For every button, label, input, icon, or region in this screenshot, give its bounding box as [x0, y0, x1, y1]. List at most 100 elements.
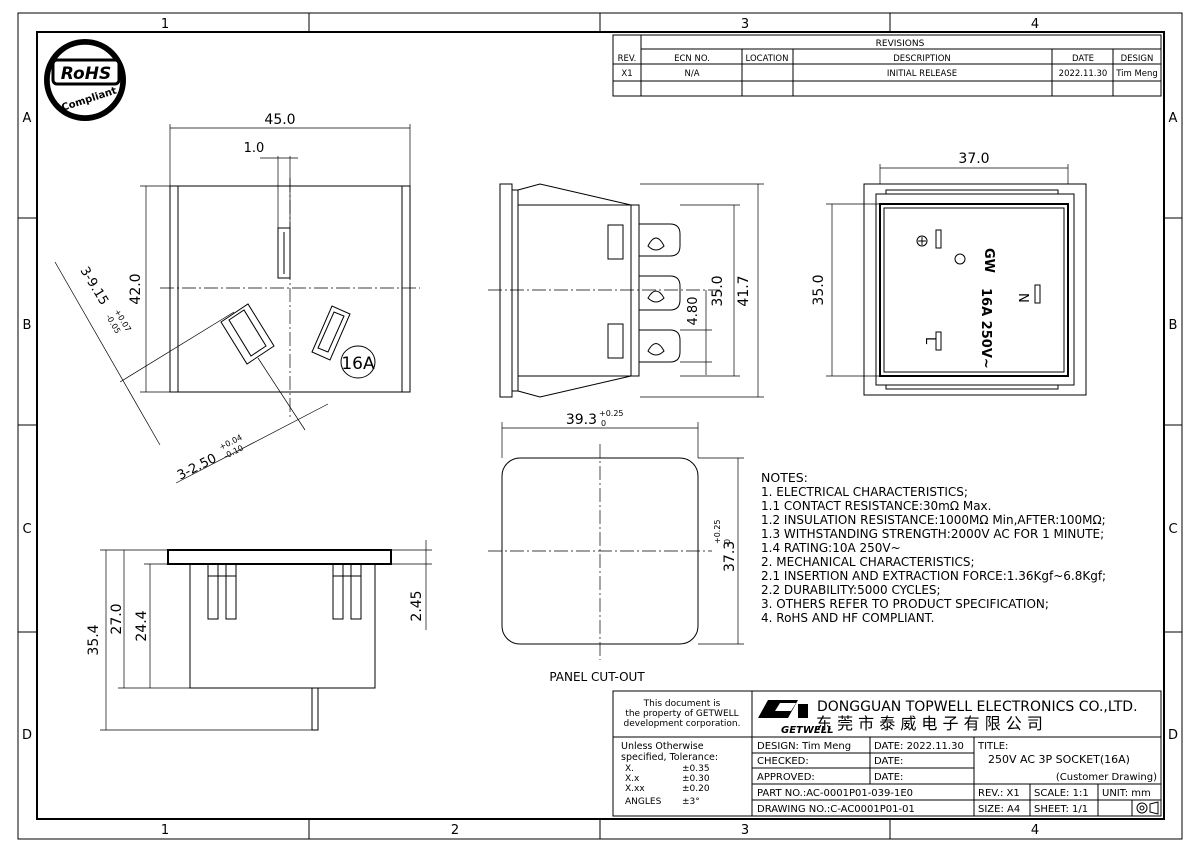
rear-mark-rating: 16A 250V~ — [978, 288, 993, 369]
note-line: 1. ELECTRICAL CHARACTERISTICS; — [761, 485, 968, 499]
tolerance-key: X.x — [625, 774, 640, 784]
side-dim-pin: 4.80 — [686, 297, 701, 326]
zone-left-a: A — [23, 111, 32, 126]
size-field: SIZE: A4 — [978, 804, 1020, 815]
cutout-dim-width: 39.3 — [566, 412, 597, 428]
note-line: 2.2 DURABILITY:5000 CYCLES; — [761, 583, 941, 597]
title-label: TITLE: — [977, 741, 1008, 752]
note-line: 4. RoHS AND HF COMPLIANT. — [761, 611, 934, 625]
tolerance-key: ANGLES — [625, 797, 662, 807]
side-view: 35.0 41.7 4.80 — [488, 183, 764, 398]
scale-field: SCALE: 1:1 — [1034, 788, 1089, 799]
part-number: PART NO.:AC-0001P01-039-1E0 — [757, 788, 913, 799]
panel-cutout-view: 39.3 +0.25 0 37.3 +0.25 0 PANEL CUT-OUT — [488, 409, 744, 684]
tolerance-value: ±0.35 — [682, 764, 710, 774]
zone-right-b: B — [1169, 318, 1178, 333]
front-dim-pin: 3-2.50 — [175, 451, 219, 483]
notes-title: NOTES: — [761, 470, 808, 485]
bottom-dim-h3: 24.4 — [134, 610, 150, 641]
rear-mark-l: L — [922, 337, 937, 345]
tolerance-key: X. — [625, 764, 634, 774]
rev-header-ecn: ECN NO. — [674, 54, 710, 64]
sheet-field: SHEET: 1/1 — [1034, 804, 1088, 815]
tolerance-title: Unless Otherwise — [621, 741, 704, 752]
rev-cell-rev: X1 — [621, 69, 632, 79]
zone-bottom-2: 2 — [451, 823, 459, 838]
cutout-dim-height: 37.3 — [722, 541, 738, 572]
property-line: the property of GETWELL — [625, 709, 738, 719]
rev-cell-date: 2022.11.30 — [1059, 69, 1108, 79]
logo-text: GETWELL — [781, 725, 833, 736]
property-line: development corporation. — [624, 719, 741, 729]
notes: NOTES: 1. ELECTRICAL CHARACTERISTICS; 1.… — [761, 470, 1106, 625]
rohs-title: RoHS — [61, 64, 111, 84]
property-line: This document is — [643, 699, 721, 709]
front-dim-height: 42.0 — [128, 273, 144, 304]
zone-right-c: C — [1168, 522, 1177, 537]
approved-date-field: DATE: — [874, 772, 903, 783]
note-line: 1.2 INSULATION RESISTANCE:1000MΩ Min,AFT… — [761, 513, 1106, 527]
tolerance-value: ±3° — [682, 797, 700, 807]
bottom-dim-h1: 35.4 — [86, 624, 102, 655]
rev-cell-description: INITIAL RELEASE — [887, 69, 957, 79]
rev-header-description: DESCRIPTION — [893, 54, 951, 64]
zone-top-3: 3 — [741, 17, 749, 32]
rev-header-date: DATE — [1072, 54, 1094, 64]
drawing-number: DRAWING NO.:C-AC0001P01-01 — [757, 804, 915, 815]
note-line: 2. MECHANICAL CHARACTERISTICS; — [761, 555, 975, 569]
zone-right-a: A — [1169, 111, 1178, 126]
zone-top-4: 4 — [1031, 17, 1039, 32]
zone-left-b: B — [23, 318, 32, 333]
approved-field: APPROVED: — [757, 772, 815, 783]
rev-cell-design: Tim Meng — [1115, 69, 1158, 79]
zone-top-1: 1 — [161, 17, 169, 32]
side-dim-h1: 35.0 — [710, 275, 726, 306]
bottom-dim-h2: 27.0 — [109, 603, 125, 634]
tolerance-value: ±0.30 — [682, 774, 710, 784]
side-dim-h2: 41.7 — [736, 275, 752, 306]
front-dim-slot: 1.0 — [244, 141, 265, 156]
rev-field: REV.: X1 — [978, 788, 1020, 799]
front-rating-mark: 16A — [341, 354, 375, 374]
company-name-cn: 东 莞 市 泰 威 电 子 有 限 公 司 — [816, 714, 1043, 733]
note-line: 2.1 INSERTION AND EXTRACTION FORCE:1.36K… — [761, 569, 1106, 583]
cutout-dim-height-tol-lo: 0 — [723, 539, 732, 544]
front-dim-width: 45.0 — [264, 112, 295, 128]
rev-header-rev: REV. — [618, 54, 637, 64]
zone-left-c: C — [22, 522, 31, 537]
rev-cell-ecn: N/A — [684, 69, 699, 79]
zone-bottom-4: 4 — [1031, 823, 1039, 838]
bottom-dim-h4: 2.45 — [409, 590, 425, 621]
drawing-title: 250V AC 3P SOCKET(16A) — [988, 753, 1130, 766]
rear-dim-width: 37.0 — [958, 151, 989, 167]
note-line: 1.4 RATING:10A 250V~ — [761, 541, 901, 555]
unit-field: UNIT: mm — [1102, 788, 1151, 799]
zone-bottom-1: 1 — [161, 823, 169, 838]
rear-mark-gw: GW — [981, 248, 996, 273]
zone-bottom-3: 3 — [741, 823, 749, 838]
design-date-field: DATE: 2022.11.30 — [874, 741, 964, 752]
getwell-logo: GETWELL — [758, 700, 833, 736]
rev-header-location: LOCATION — [746, 54, 789, 64]
zone-left-d: D — [22, 728, 32, 743]
title-block: This document is the property of GETWELL… — [612, 690, 1162, 817]
front-dim-dia: 3-9.15 — [77, 264, 111, 308]
rev-header-design: DESIGN — [1121, 54, 1154, 64]
revisions-title: REVISIONS — [876, 39, 925, 49]
note-line: 3. OTHERS REFER TO PRODUCT SPECIFICATION… — [761, 597, 1049, 611]
tolerance-key: X.xx — [625, 784, 645, 794]
note-line: 1.1 CONTACT RESISTANCE:30mΩ Max. — [761, 499, 991, 513]
checked-date-field: DATE: — [874, 756, 903, 767]
company-name-en: DONGGUAN TOPWELL ELECTRONICS CO.,LTD. — [817, 699, 1138, 715]
rohs-logo: RoHS Compliant — [44, 39, 126, 121]
zone-right-d: D — [1168, 728, 1178, 743]
cutout-dim-width-tol-up: +0.25 — [599, 409, 624, 418]
tolerance-title: specified, Tolerance: — [621, 752, 718, 763]
cutout-label: PANEL CUT-OUT — [549, 670, 645, 684]
tolerance-value: ±0.20 — [682, 784, 710, 794]
design-field: DESIGN: Tim Meng — [757, 741, 851, 752]
cutout-dim-width-tol-lo: 0 — [601, 419, 606, 428]
rear-view: GW N 16A 250V~ L 37.0 35.0 — [811, 151, 1087, 396]
bottom-view: 35.4 27.0 24.4 2.45 — [86, 540, 432, 731]
